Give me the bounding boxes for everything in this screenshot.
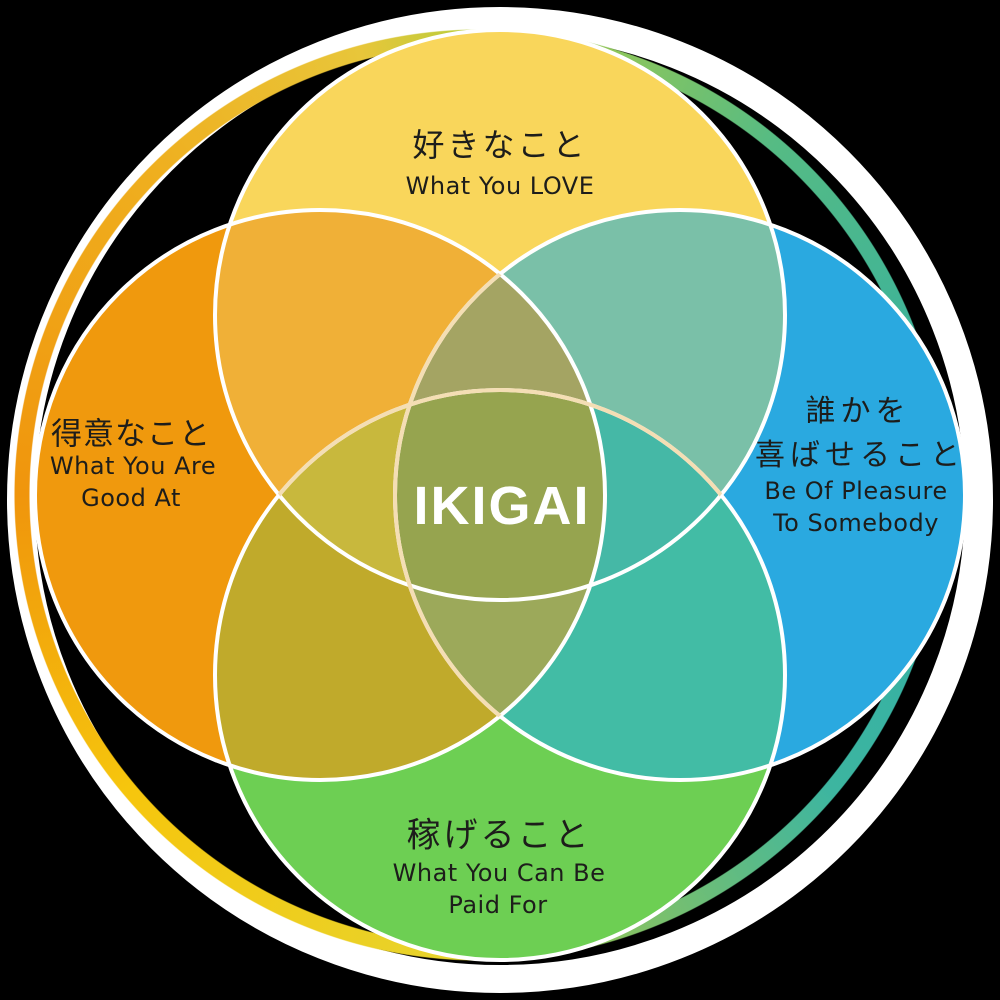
label-pleasure-jp2: 喜ばせること	[755, 438, 965, 473]
label-good-at-jp: 得意なこと	[51, 416, 211, 453]
label-good-at-en1: What You Are	[49, 452, 217, 480]
overlap-love-paid-pleasure	[395, 390, 785, 600]
label-ikigai: IKIGAI	[413, 476, 591, 536]
label-paid-jp: 稼げること	[406, 815, 592, 856]
label-pleasure-en2: To Somebody	[773, 509, 939, 537]
circle-top-stroke	[213, 28, 787, 602]
label-pleasure-en1: Be Of Pleasure	[764, 477, 948, 505]
label-paid-en1: What You Can Be	[392, 859, 606, 887]
label-love-en: What You LOVE	[405, 172, 595, 200]
circle-bottom-stroke-cream-segment	[215, 388, 785, 600]
overlap-goodat-pleasure-paid	[395, 390, 605, 780]
overlap-goodat-pleasure-love	[395, 210, 605, 600]
label-pleasure-jp1: 誰かを	[805, 394, 911, 429]
label-paid-en2: Paid For	[448, 891, 548, 919]
overlap-love-paid-goodat	[215, 390, 605, 600]
label-love-jp: 好きなこと	[412, 126, 588, 164]
label-good-at-en2: Good At	[81, 484, 181, 512]
circle-right-stroke-cream-segment	[393, 210, 605, 780]
circle-left-stroke	[33, 208, 607, 782]
